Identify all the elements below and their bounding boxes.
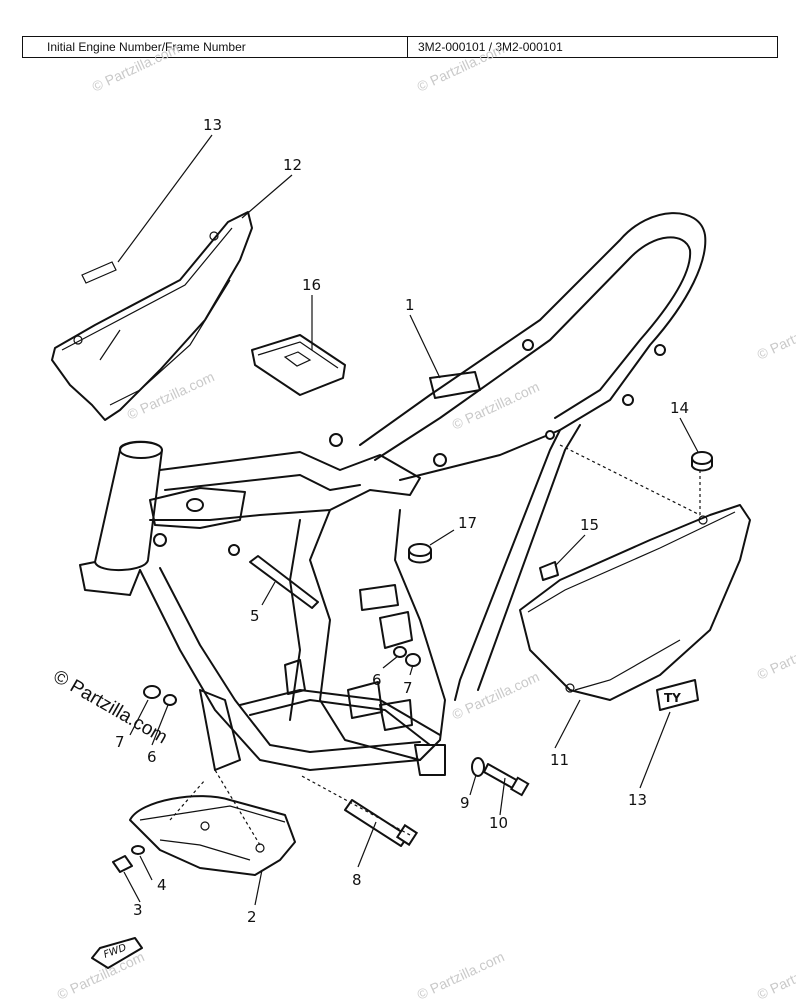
watermark-text: © Partzilla.com xyxy=(755,948,796,1002)
watermark-text: © Partzilla.com xyxy=(415,948,507,1002)
callout-9: 9 xyxy=(460,794,470,812)
callout-17: 17 xyxy=(458,514,477,532)
callout-3: 3 xyxy=(133,901,143,919)
watermark-text: © Partzilla.com xyxy=(755,628,796,682)
side-cover-right xyxy=(519,504,751,701)
emblem-right: TY xyxy=(656,679,699,711)
callout-14: 14 xyxy=(670,399,689,417)
callout-13-top: 13 xyxy=(203,116,222,134)
skid-plate xyxy=(129,795,296,876)
skid-plate-bolt xyxy=(112,855,133,873)
callout-7-right: 7 xyxy=(403,679,413,697)
side-cover-left xyxy=(51,211,253,421)
upper-engine-bolt xyxy=(249,555,319,609)
clip-15 xyxy=(539,561,559,581)
callout-6-left: 6 xyxy=(147,748,157,766)
callout-6-right: 6 xyxy=(372,671,382,689)
emblem-left xyxy=(81,261,117,284)
washer-9 xyxy=(471,757,485,777)
skid-plate-washer xyxy=(131,845,145,855)
emblem-text: TY xyxy=(664,691,681,705)
leader-lines xyxy=(117,134,699,906)
callout-13-right: 13 xyxy=(628,791,647,809)
watermark-text: © Partzilla.com xyxy=(125,368,217,422)
bolt-10 xyxy=(483,763,530,797)
watermark-text: © Partzilla.com xyxy=(415,40,507,94)
watermark-text: © Partzilla.com xyxy=(55,948,147,1002)
damper-17 xyxy=(408,543,432,564)
nut-washer-left xyxy=(143,685,177,706)
callout-15: 15 xyxy=(580,516,599,534)
watermark-text: © Partzilla.com xyxy=(755,308,796,362)
partzilla-watermark-main: © Partzilla.com xyxy=(50,666,171,748)
callout-5: 5 xyxy=(250,607,260,625)
callout-1: 1 xyxy=(405,296,415,314)
callout-16: 16 xyxy=(302,276,321,294)
watermarks: © Partzilla.com © Partzilla.com © Partzi… xyxy=(50,40,796,1002)
watermark-text: © Partzilla.com xyxy=(450,378,542,432)
callout-12: 12 xyxy=(283,156,302,174)
callout-4: 4 xyxy=(157,876,167,894)
watermark-text: © Partzilla.com xyxy=(90,40,182,94)
callout-8: 8 xyxy=(352,871,362,889)
frame-pad xyxy=(251,334,346,396)
alignment-lines xyxy=(169,444,701,846)
callout-labels: 13 12 16 1 14 17 15 5 6 7 7 6 11 9 10 13… xyxy=(115,116,689,926)
header-label: Initial Engine Number/Frame Number xyxy=(23,37,408,57)
main-frame xyxy=(79,212,707,776)
engine-frame-number-header: Initial Engine Number/Frame Number 3M2-0… xyxy=(22,36,778,58)
callout-7-left: 7 xyxy=(115,733,125,751)
callout-10: 10 xyxy=(489,814,508,832)
callout-11: 11 xyxy=(550,751,569,769)
watermark-text: © Partzilla.com xyxy=(450,668,542,722)
callout-2: 2 xyxy=(247,908,257,926)
lower-engine-bolt xyxy=(344,799,419,847)
grommet xyxy=(691,451,713,472)
header-value: 3M2-000101 / 3M2-000101 xyxy=(418,40,563,54)
